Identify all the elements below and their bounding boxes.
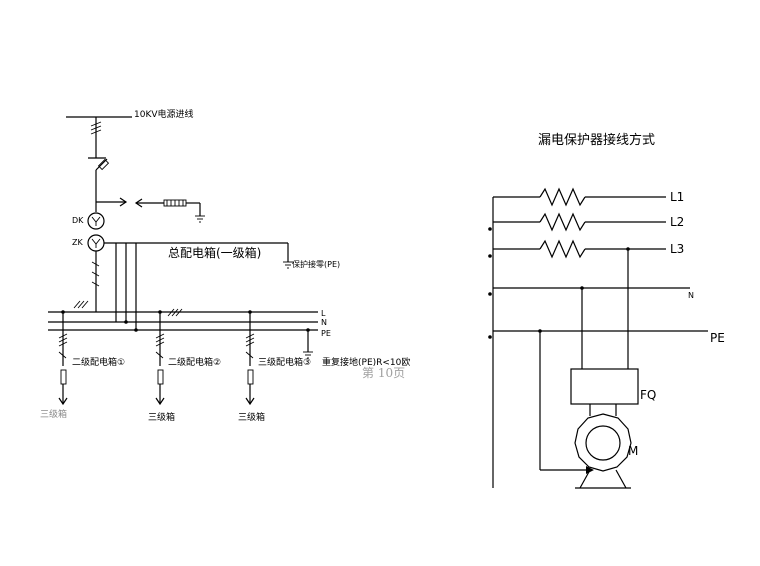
power-distribution-diagram: 10KV电源进线 bbox=[40, 108, 410, 423]
pe-label: PE bbox=[710, 331, 725, 345]
level3-2-label: 三级箱 bbox=[148, 411, 175, 423]
resistor-l3-icon bbox=[539, 239, 586, 259]
level3-3-label: 三级箱 bbox=[238, 411, 265, 423]
fuse-icon bbox=[157, 369, 164, 385]
protection-ground-label: 保护接零(PE) bbox=[292, 259, 340, 269]
l1-label: L1 bbox=[670, 190, 684, 204]
l2-label: L2 bbox=[670, 215, 684, 229]
branch-2: 二级配电箱② 三级箱 bbox=[148, 310, 221, 423]
resistor-l2-icon bbox=[539, 212, 586, 232]
dk-label: DK bbox=[72, 216, 84, 225]
level3-1-label: 三级箱 bbox=[40, 408, 67, 420]
motor-icon bbox=[574, 413, 632, 472]
bus-pe-label: PE bbox=[321, 329, 331, 338]
main-box-label: 总配电箱(一级箱) bbox=[168, 245, 261, 260]
fq-box bbox=[570, 368, 639, 405]
page-mark: 第 10页 bbox=[362, 366, 405, 380]
bus-l-label: L bbox=[321, 309, 326, 318]
source-label: 10KV电源进线 bbox=[134, 108, 194, 120]
branch-2-label: 二级配电箱② bbox=[168, 356, 221, 368]
branch-1: 二级配电箱① 三级箱 bbox=[40, 310, 125, 420]
dk-breaker-icon bbox=[87, 212, 105, 230]
fuse-icon bbox=[60, 369, 67, 385]
leakage-protector-diagram: 漏电保护器接线方式 L1 L2 L3 N PE bbox=[488, 132, 725, 489]
bus-n-label: N bbox=[321, 318, 327, 327]
resistor-l1-icon bbox=[539, 187, 586, 207]
repeat-ground-label: 重复接地(PE)R<10欧 bbox=[322, 356, 410, 368]
fuse-switch-icon bbox=[95, 158, 110, 212]
zk-label: ZK bbox=[72, 238, 83, 247]
branch-1-label: 二级配电箱① bbox=[72, 356, 125, 368]
fq-label: FQ bbox=[640, 388, 656, 402]
zk-breaker-icon bbox=[87, 234, 105, 252]
right-title: 漏电保护器接线方式 bbox=[538, 132, 655, 148]
l3-label: L3 bbox=[670, 242, 684, 256]
m-label: M bbox=[628, 444, 638, 458]
fuse-icon bbox=[247, 369, 254, 385]
arrester-icon bbox=[96, 197, 205, 223]
branch-3: 三级配电箱③ 三级箱 bbox=[238, 310, 311, 423]
repeat-ground-icon bbox=[303, 328, 313, 359]
branch-3-label: 三级配电箱③ bbox=[258, 356, 311, 368]
n-label: N bbox=[688, 291, 694, 300]
